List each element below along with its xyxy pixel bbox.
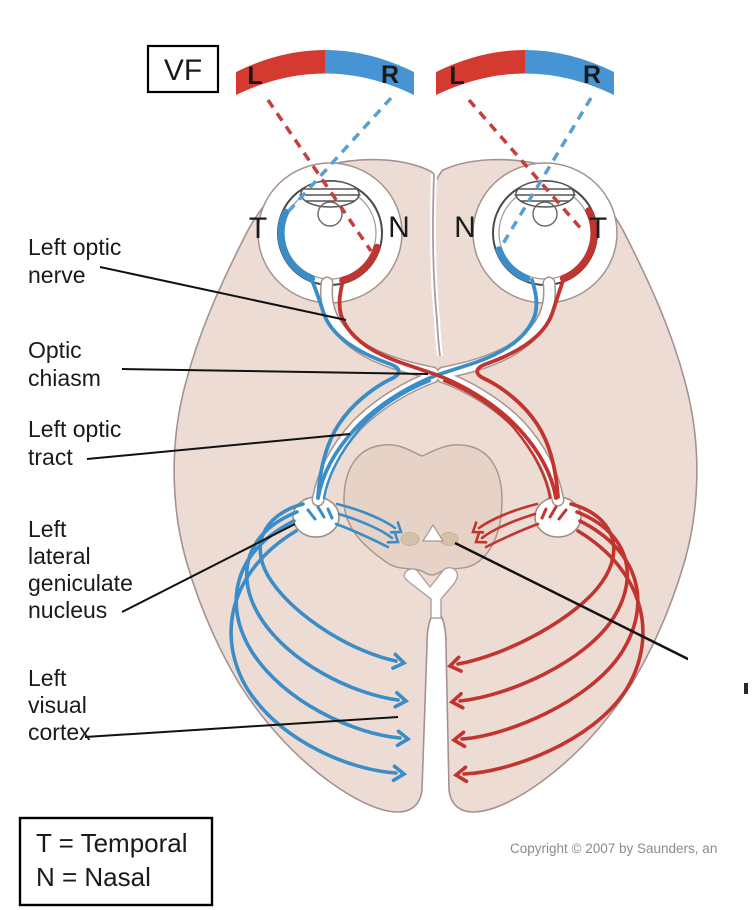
longitudinal-fissure xyxy=(432,173,441,357)
visual-field-right-band xyxy=(436,50,614,95)
pretectal-nucleus-left xyxy=(400,532,420,546)
label-lgn-l2: lateral xyxy=(28,543,91,569)
leader-lines xyxy=(84,266,695,738)
copyright-text: Copyright © 2007 by Saunders, an xyxy=(510,841,717,856)
right-field-ray-left-eye xyxy=(285,96,393,215)
label-lgn-l3: geniculate xyxy=(28,570,133,596)
left-eye-temporal-fiber xyxy=(309,276,401,499)
left-band-red-half xyxy=(236,50,325,95)
left-eye-temporal-retina xyxy=(277,208,316,282)
label-optic-tract-l1: Left optic xyxy=(28,416,121,442)
label-visual-cortex-l3: cortex xyxy=(28,719,91,745)
cerebral-aqueduct xyxy=(421,523,445,542)
label-lgn-l4: nucleus xyxy=(28,597,107,623)
left-field-ray-right-eye xyxy=(467,98,585,233)
optic-chiasm-leader xyxy=(121,368,429,375)
cutoff-label-fragment xyxy=(744,683,748,694)
right-band-l: L xyxy=(449,62,464,90)
right-eye-temporal-retina xyxy=(559,207,598,282)
label-lgn: Left lateral geniculate nucleus xyxy=(28,516,139,623)
brachium-left xyxy=(334,502,403,549)
label-optic-chiasm-l2: chiasm xyxy=(28,365,101,391)
legend-temporal: T = Temporal xyxy=(36,828,188,858)
cutoff-label-leader xyxy=(454,541,695,664)
left-band-blue-half xyxy=(325,50,414,95)
band-letters: L R L R xyxy=(247,61,601,90)
label-visual-cortex: Left visual cortex xyxy=(28,665,93,745)
right-field-ray-right-eye xyxy=(499,97,593,248)
blue-arrowheads xyxy=(391,652,412,783)
visual-field-left-band xyxy=(236,50,414,95)
left-eye xyxy=(277,180,383,286)
optic-tract-leader xyxy=(86,433,351,460)
vf-label: VF xyxy=(164,54,202,87)
label-optic-nerve: Left optic nerve xyxy=(28,234,128,288)
left-eye-nasal-retina xyxy=(339,243,381,284)
optic-fibers xyxy=(306,276,568,521)
left-lens xyxy=(300,180,360,208)
sight-lines xyxy=(266,96,593,252)
right-eye xyxy=(492,180,598,286)
right-band-r: R xyxy=(583,61,601,89)
right-eye-nasal-retina xyxy=(495,246,531,282)
right-band-blue-half xyxy=(525,50,614,95)
visual-cortex-leader xyxy=(84,716,399,738)
left-eye-n: N xyxy=(388,211,410,244)
label-visual-cortex-l1: Left xyxy=(28,665,67,691)
right-eye-t: T xyxy=(589,212,607,245)
annotation-labels: Left optic nerve Optic chiasm Left optic… xyxy=(28,234,139,745)
right-eye-temporal-fiber xyxy=(475,276,566,499)
midbrain xyxy=(343,443,503,619)
right-band-red-half xyxy=(436,50,525,95)
left-eye-t: T xyxy=(249,212,267,245)
brachium-right xyxy=(471,502,540,549)
label-lgn-l1: Left xyxy=(28,516,67,542)
label-optic-chiasm-l1: Optic xyxy=(28,337,82,363)
vf-box: VF xyxy=(146,44,220,94)
optic-nerve-leader xyxy=(99,266,347,321)
left-band-l: L xyxy=(247,62,262,90)
label-optic-tract: Left optic tract xyxy=(28,416,128,470)
label-optic-chiasm: Optic chiasm xyxy=(28,337,101,391)
left-field-ray-left-eye xyxy=(266,99,373,252)
label-optic-nerve-l1: Left optic xyxy=(28,234,121,260)
legend-box: T = Temporal N = Nasal xyxy=(18,816,214,907)
red-arrowheads xyxy=(446,655,469,784)
label-optic-tract-l2: tract xyxy=(28,444,73,470)
optic-radiations-right xyxy=(446,502,645,784)
optic-radiations-left xyxy=(229,502,412,783)
cutoff-label-patch xyxy=(688,643,752,699)
right-eye-n: N xyxy=(454,211,476,244)
label-optic-nerve-l2: nerve xyxy=(28,262,86,288)
lgn-leader xyxy=(121,523,296,613)
legend-nasal: N = Nasal xyxy=(36,862,151,892)
left-band-r: R xyxy=(381,61,399,89)
retina-letters: T N N T xyxy=(249,211,607,245)
label-visual-cortex-l2: visual xyxy=(28,692,87,718)
quadrigeminal-cistern xyxy=(403,567,459,619)
left-eye-nasal-fiber xyxy=(337,278,558,500)
